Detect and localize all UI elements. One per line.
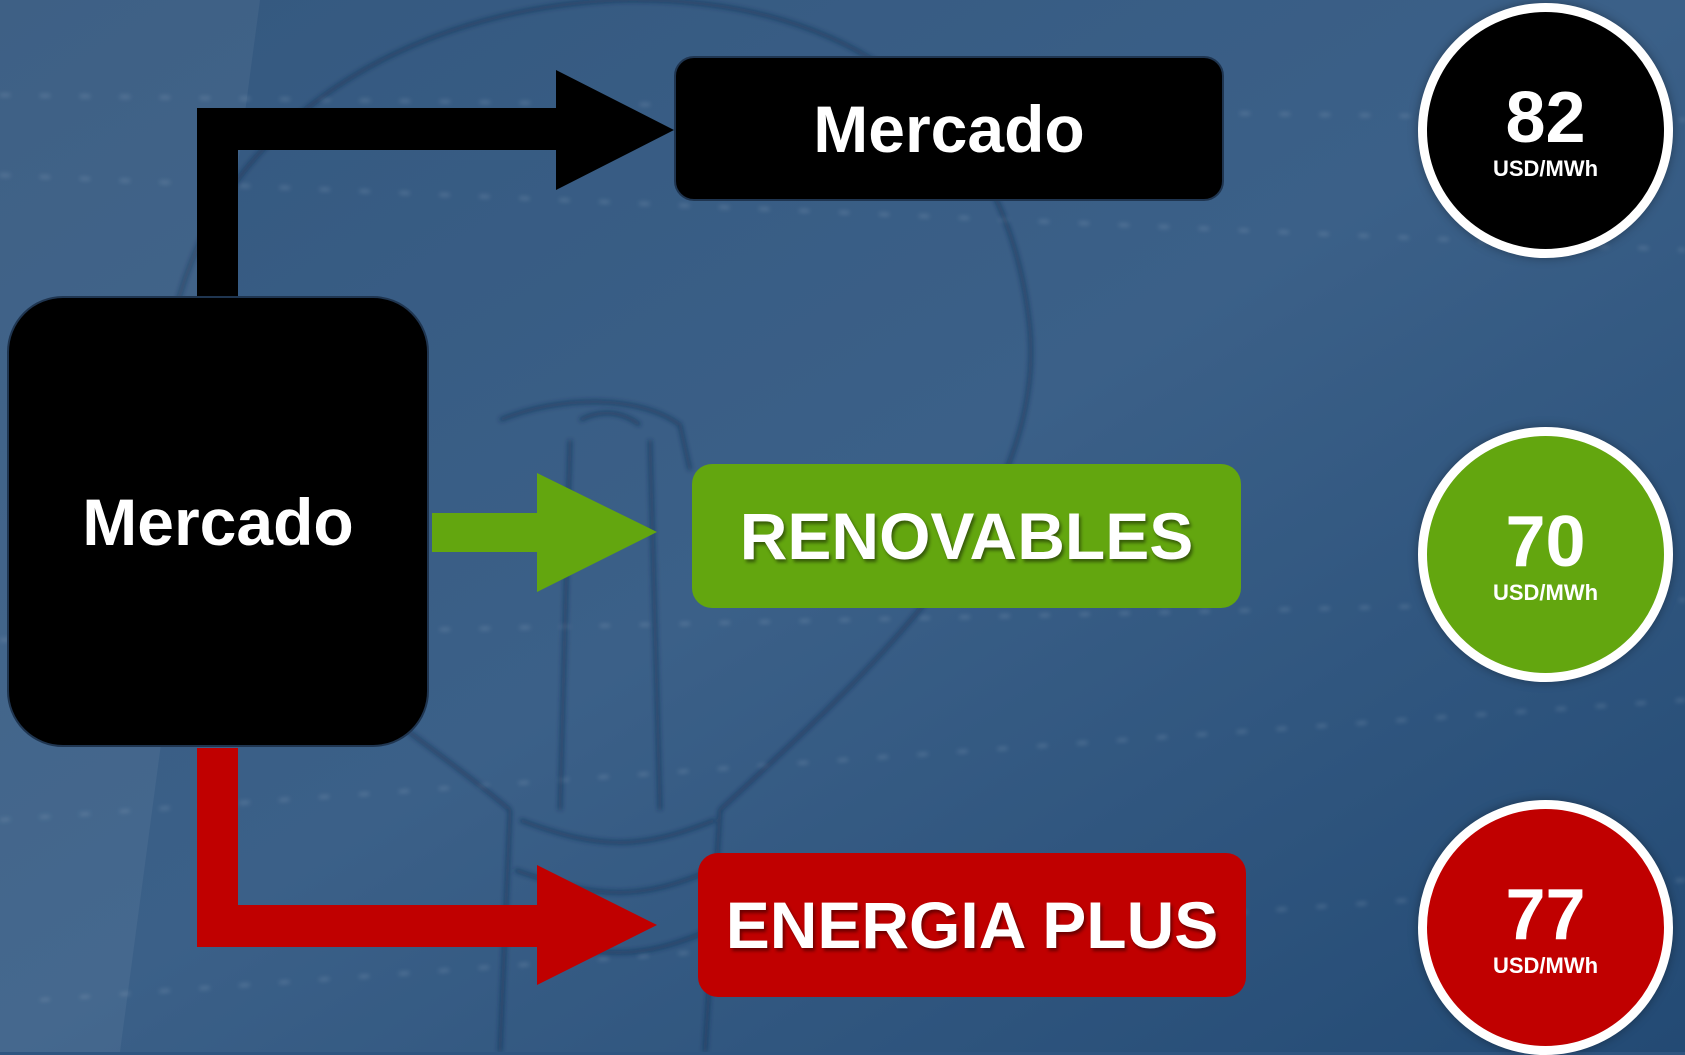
target-energia-plus-box: ENERGIA PLUS: [698, 853, 1246, 997]
price-value: 70: [1505, 501, 1586, 582]
price-badge-renovables: 70 USD/MWh: [1418, 427, 1673, 682]
price-unit: USD/MWh: [1492, 155, 1599, 181]
price-value: 82: [1505, 77, 1586, 158]
arrow-to-renovables: [432, 473, 657, 592]
price-unit: USD/MWh: [1492, 952, 1599, 978]
source-mercado-box: Mercado: [7, 296, 429, 747]
target-energia-plus-label: ENERGIA PLUS: [725, 888, 1219, 962]
price-badge-energia-plus: 77 USD/MWh: [1418, 800, 1673, 1055]
target-mercado-box: Mercado: [674, 56, 1224, 201]
target-renovables-label: RENOVABLES: [739, 499, 1194, 573]
price-unit: USD/MWh: [1492, 579, 1599, 605]
target-mercado-label: Mercado: [813, 91, 1085, 166]
target-renovables-box: RENOVABLES: [692, 464, 1241, 608]
source-mercado-label: Mercado: [82, 484, 354, 559]
price-value: 77: [1505, 874, 1586, 955]
price-badge-mercado: 82 USD/MWh: [1418, 3, 1673, 258]
arrow-to-mercado: [197, 70, 674, 296]
arrow-to-energia-plus: [197, 748, 657, 985]
